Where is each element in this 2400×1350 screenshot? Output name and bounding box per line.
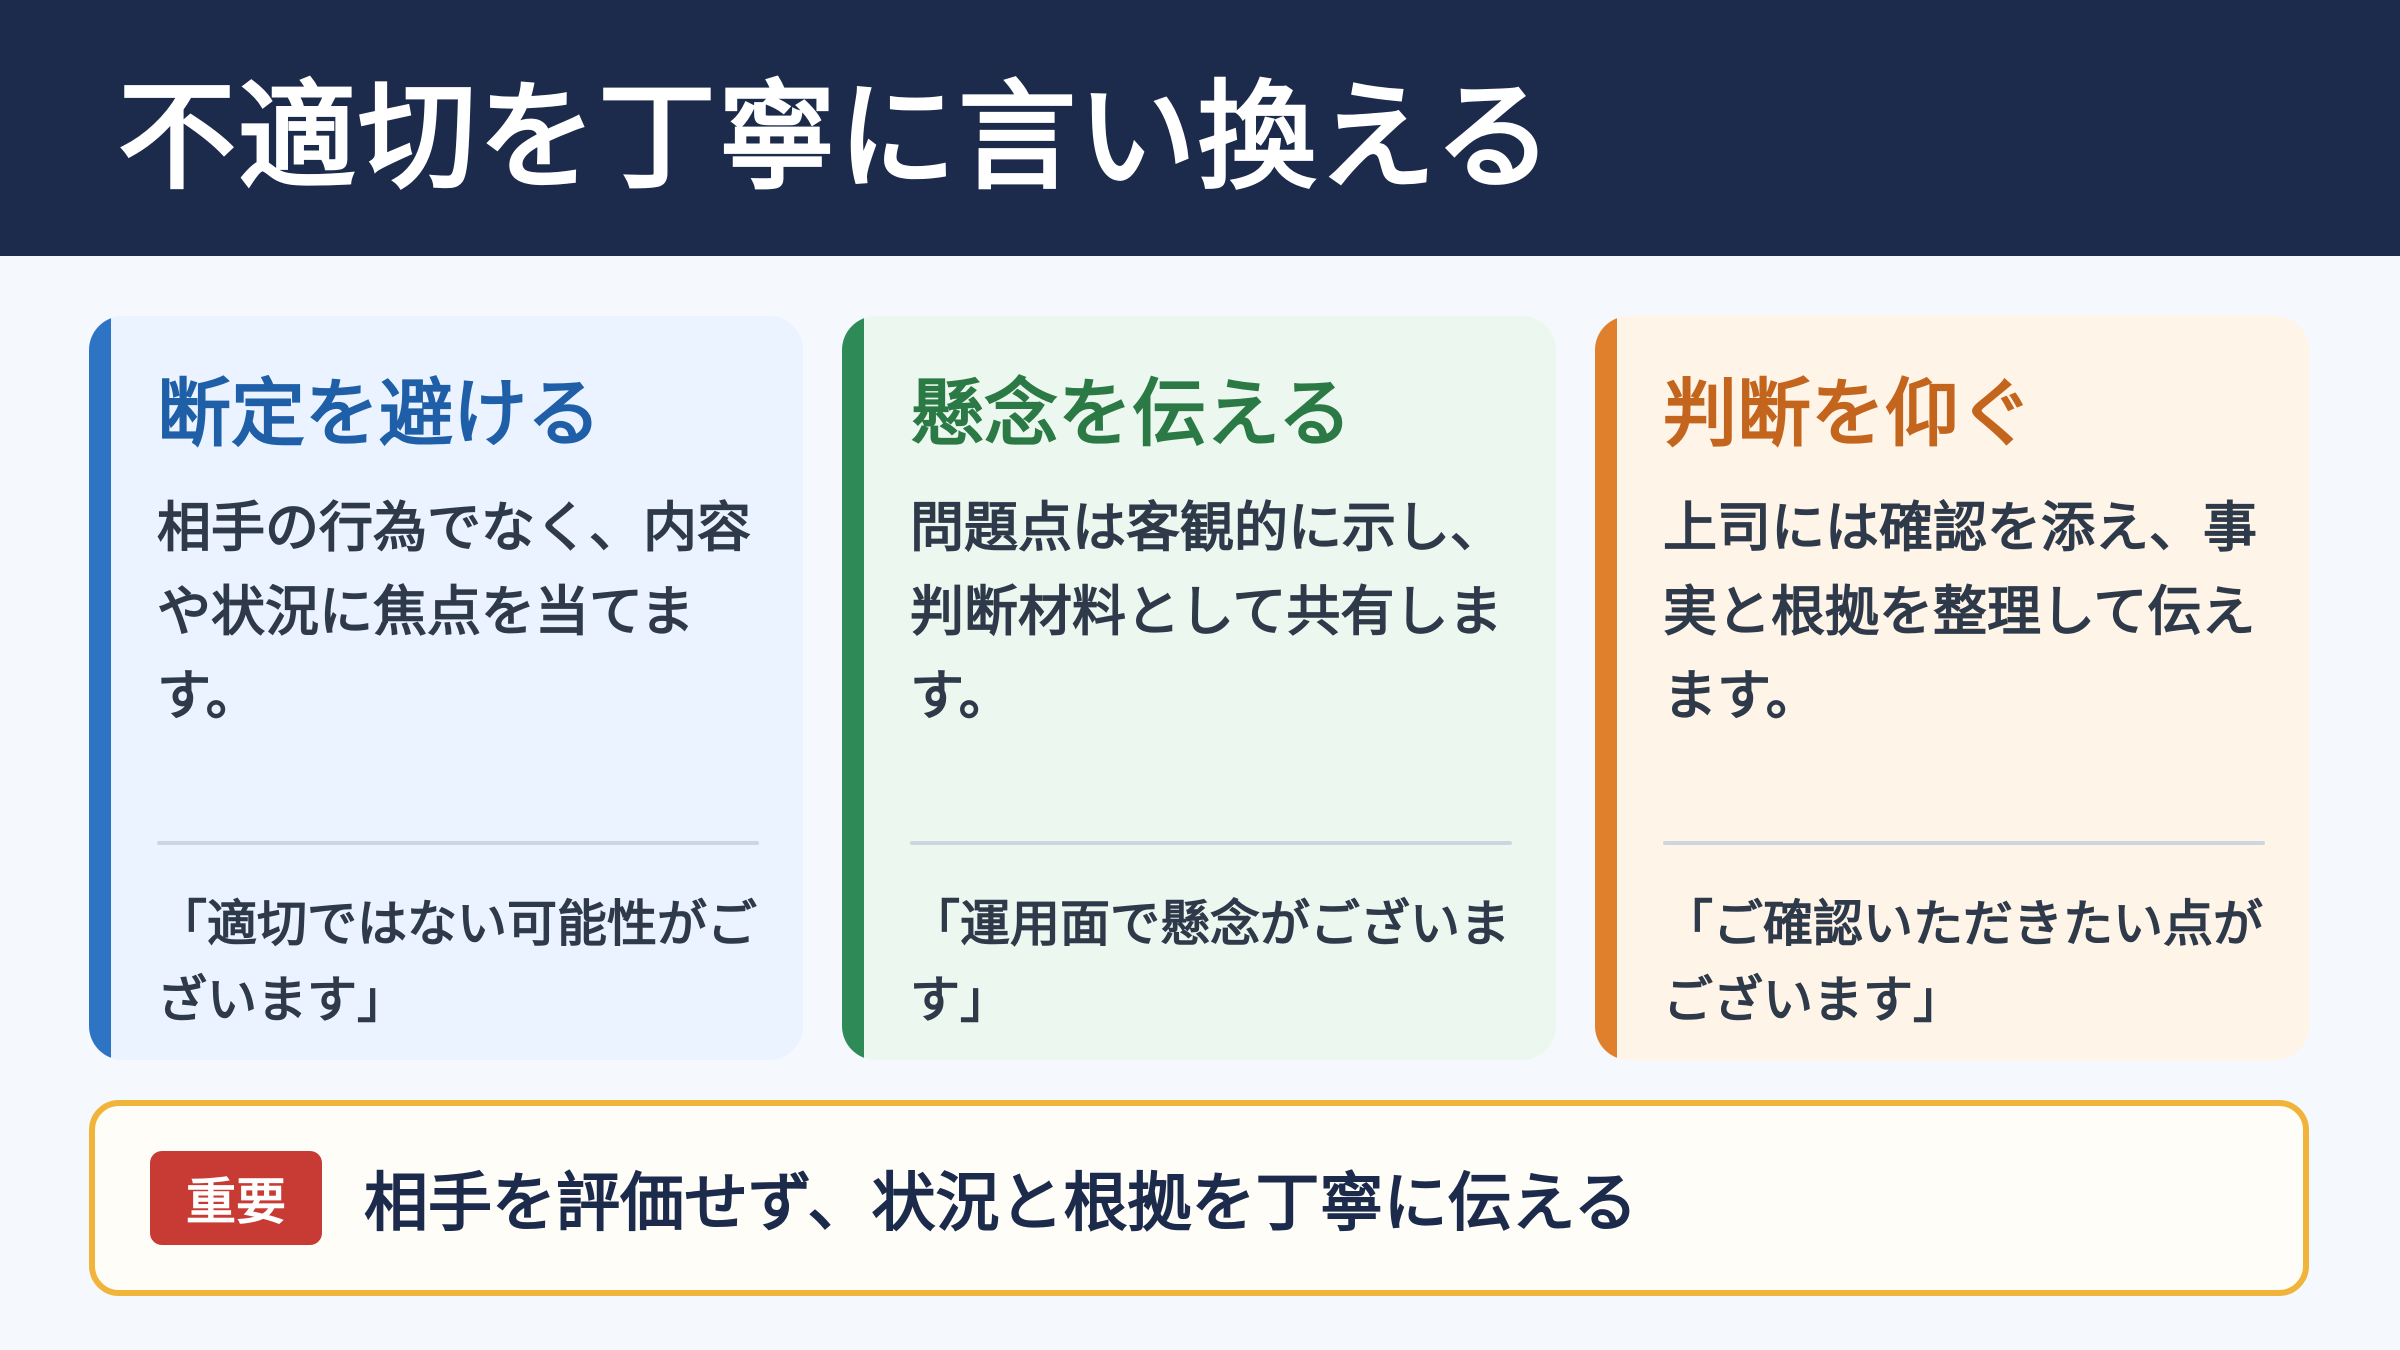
card-divider	[1663, 841, 2265, 845]
card-divider	[910, 841, 1512, 845]
card-avoid-assertion: 断定を避ける 相手の行為でなく、内容や状況に焦点を当てます。 「適切ではない可能…	[89, 316, 803, 1060]
page-title: 不適切を丁寧に言い換える	[118, 68, 1555, 206]
card-title: 懸念を伝える	[910, 371, 1352, 457]
card-body: 問題点は客観的に示し、判断材料として共有します。	[910, 496, 1504, 727]
card-quote: 「運用面で懸念がございます」	[910, 895, 1510, 1029]
card-quote: 「適切ではない可能性がございます」	[157, 895, 757, 1029]
card-body: 上司には確認を添え、事実と根拠を整理して伝えます。	[1663, 496, 2257, 727]
key-point-text: 相手を評価せず、状況と根拠を丁寧に伝える	[364, 1167, 1638, 1241]
important-badge: 重要	[150, 1151, 322, 1245]
key-point-box: 重要 相手を評価せず、状況と根拠を丁寧に伝える	[89, 1100, 2309, 1296]
card-convey-concern: 懸念を伝える 問題点は客観的に示し、判断材料として共有します。 「運用面で懸念が…	[842, 316, 1556, 1060]
card-title: 判断を仰ぐ	[1663, 371, 2033, 457]
card-seek-judgment: 判断を仰ぐ 上司には確認を添え、事実と根拠を整理して伝えます。 「ご確認いただき…	[1595, 316, 2309, 1060]
card-row: 断定を避ける 相手の行為でなく、内容や状況に焦点を当てます。 「適切ではない可能…	[89, 316, 2309, 1060]
header-bar: 不適切を丁寧に言い換える	[0, 0, 2400, 256]
card-title: 断定を避ける	[157, 371, 601, 457]
card-quote: 「ご確認いただきたい点がございます」	[1663, 895, 2263, 1029]
card-body: 相手の行為でなく、内容や状況に焦点を当てます。	[157, 496, 751, 727]
card-divider	[157, 841, 759, 845]
